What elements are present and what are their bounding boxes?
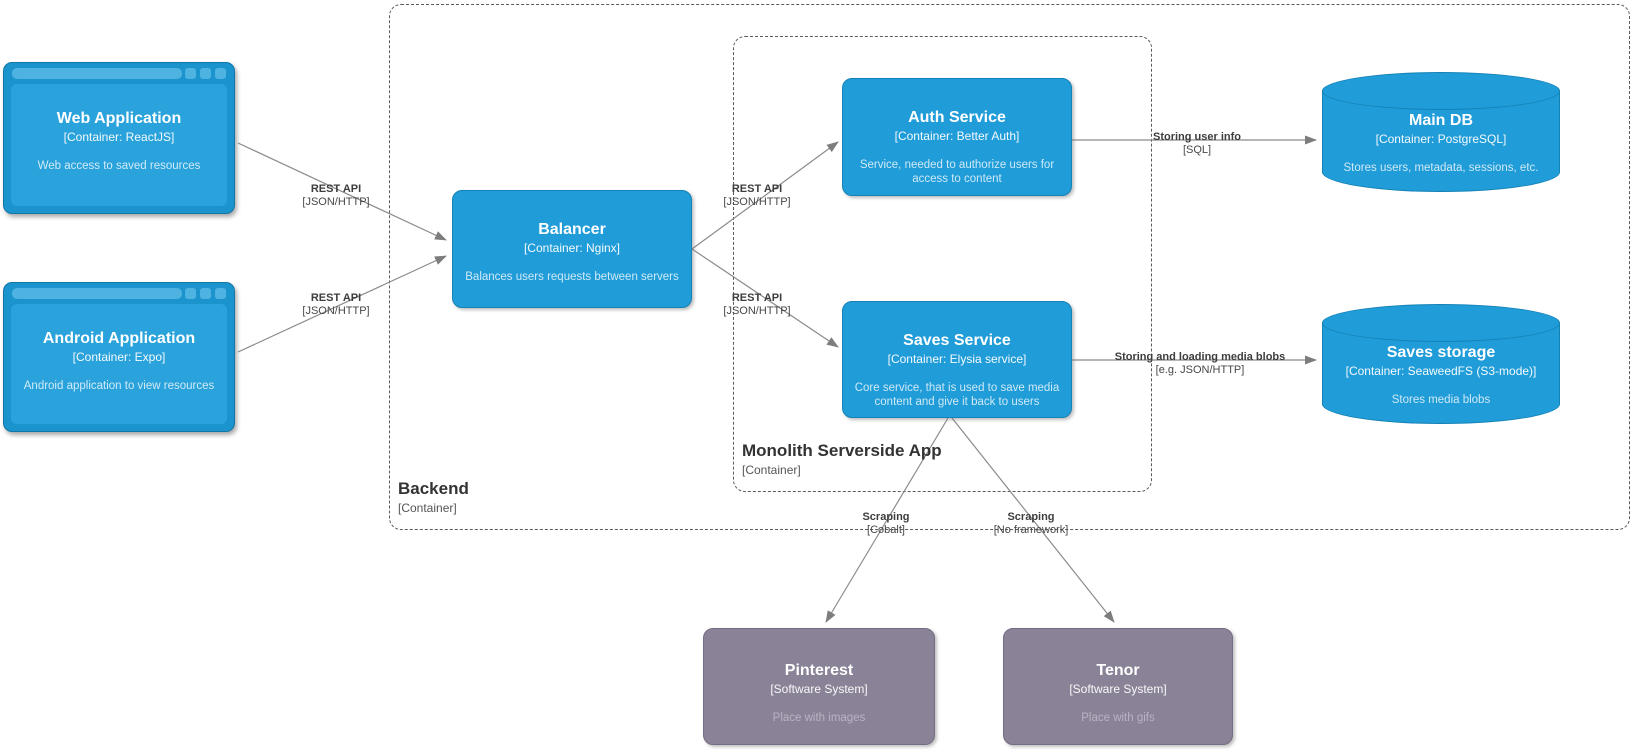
edge-saves-to-tenor: [951, 417, 1115, 623]
edge-label-text: REST API: [310, 292, 362, 304]
node-title: Android Application: [42, 330, 196, 347]
node-subtitle: [Software System]: [770, 682, 868, 696]
node-balancer[interactable]: Balancer [Container: Nginx] Balances use…: [452, 190, 692, 308]
edge-label-web-to-balancer: REST API [JSON/HTTP]: [302, 183, 369, 209]
node-title: Saves Service: [903, 332, 1011, 349]
edge-label-balancer-to-auth: REST API [JSON/HTTP]: [723, 183, 790, 209]
node-title: Main DB: [1409, 112, 1473, 129]
edge-label-tech: [JSON/HTTP]: [302, 196, 370, 208]
node-title: Auth Service: [908, 109, 1006, 126]
node-subtitle: [Software System]: [1069, 682, 1167, 696]
node-description: Stores users, metadata, sessions, etc.: [1343, 162, 1539, 174]
edge-label-text: REST API: [731, 292, 783, 304]
node-subtitle: [Container: Elysia service]: [887, 352, 1027, 366]
edge-android-to-balancer: [237, 255, 447, 353]
edge-saves-to-pinterest: [825, 417, 949, 623]
edge-label-android-to-balancer: REST API [JSON/HTTP]: [302, 292, 369, 318]
node-web-application[interactable]: Web Application [Container: ReactJS] Web…: [3, 62, 235, 214]
node-auth-service[interactable]: Auth Service [Container: Better Auth] Se…: [842, 78, 1072, 196]
browser-address-bar: [12, 68, 182, 79]
browser-button: [200, 288, 211, 299]
monolith-boundary: [733, 36, 1152, 492]
node-subtitle: [Container: Better Auth]: [894, 129, 1020, 143]
monolith-boundary-subtitle: [Container]: [742, 463, 801, 477]
node-android-application[interactable]: Android Application [Container: Expo] An…: [3, 282, 235, 432]
monolith-boundary-label: Monolith Serverside App [Container]: [742, 441, 942, 478]
edge-label-text: REST API: [731, 183, 783, 195]
node-tenor[interactable]: Tenor [Software System] Place with gifs: [1003, 628, 1233, 745]
node-saves-storage[interactable]: Saves storage [Container: SeaweedFS (S3-…: [1322, 304, 1560, 424]
edge-web-to-balancer: [237, 142, 447, 241]
edge-label-tech: [Cobalt]: [867, 524, 905, 536]
node-main-db[interactable]: Main DB [Container: PostgreSQL] Stores u…: [1322, 72, 1560, 192]
edge-label-saves-to-pinterest: Scraping [Cobalt]: [862, 511, 909, 537]
edge-label-balancer-to-saves: REST API [JSON/HTTP]: [723, 292, 790, 318]
browser-button: [215, 68, 226, 79]
backend-boundary-label: Backend [Container]: [398, 479, 469, 516]
edge-label-saves-to-tenor: Scraping [No framework]: [994, 511, 1069, 537]
edge-balancer-to-auth: [691, 141, 839, 250]
edge-label-tech: [e.g. JSON/HTTP]: [1155, 364, 1245, 376]
edge-label-text: Storing user info: [1153, 131, 1241, 143]
node-description: Core service, that is used to save media…: [854, 382, 1060, 408]
edge-label-tech: [JSON/HTTP]: [723, 305, 791, 317]
edge-label-text: Storing and loading media blobs: [1114, 351, 1286, 363]
edge-label-saves-to-storage: Storing and loading media blobs [e.g. JS…: [1115, 351, 1286, 377]
node-subtitle: [Container: ReactJS]: [63, 130, 175, 144]
browser-titlebar: [4, 63, 234, 84]
node-description: Place with gifs: [1081, 712, 1155, 724]
node-subtitle: [Container: Nginx]: [523, 241, 621, 255]
edge-label-tech: [JSON/HTTP]: [723, 196, 791, 208]
node-saves-service[interactable]: Saves Service [Container: Elysia service…: [842, 301, 1072, 418]
monolith-boundary-title: Monolith Serverside App: [742, 441, 942, 460]
node-subtitle: [Container: Expo]: [72, 350, 166, 364]
node-description: Service, needed to authorize users for a…: [859, 159, 1055, 185]
edge-label-text: Scraping: [862, 511, 910, 523]
edge-label-tech: [SQL]: [1182, 144, 1212, 156]
browser-content: Android Application [Container: Expo] An…: [11, 304, 227, 424]
node-pinterest[interactable]: Pinterest [Software System] Place with i…: [703, 628, 935, 745]
backend-boundary: [389, 4, 1630, 530]
edge-label-auth-to-maindb: Storing user info [SQL]: [1153, 131, 1241, 157]
browser-button: [200, 68, 211, 79]
cylinder-top: [1322, 72, 1560, 110]
edge-label-tech: [No framework]: [993, 524, 1069, 536]
node-title: Balancer: [538, 221, 606, 238]
backend-boundary-title: Backend: [398, 479, 469, 498]
browser-address-bar: [12, 288, 182, 299]
node-description: Android application to view resources: [23, 380, 215, 392]
node-description: Place with images: [772, 712, 866, 724]
edge-label-tech: [JSON/HTTP]: [302, 305, 370, 317]
node-title: Pinterest: [784, 662, 854, 679]
browser-button: [215, 288, 226, 299]
node-subtitle: [Container: SeaweedFS (S3-mode)]: [1345, 364, 1537, 378]
cylinder-top: [1322, 304, 1560, 342]
edge-label-text: Scraping: [1007, 511, 1055, 523]
browser-button: [185, 68, 196, 79]
browser-titlebar: [4, 283, 234, 304]
backend-boundary-subtitle: [Container]: [398, 501, 457, 515]
node-title: Tenor: [1096, 662, 1140, 679]
browser-button: [185, 288, 196, 299]
browser-content: Web Application [Container: ReactJS] Web…: [11, 84, 227, 206]
edge-label-text: REST API: [310, 183, 362, 195]
node-description: Stores media blobs: [1391, 394, 1491, 406]
node-description: Web access to saved resources: [37, 160, 201, 172]
node-subtitle: [Container: PostgreSQL]: [1375, 132, 1507, 146]
node-description: Balances users requests between servers: [465, 271, 679, 283]
edge-balancer-to-saves: [691, 248, 839, 348]
node-title: Saves storage: [1386, 344, 1496, 361]
node-title: Web Application: [56, 110, 182, 127]
